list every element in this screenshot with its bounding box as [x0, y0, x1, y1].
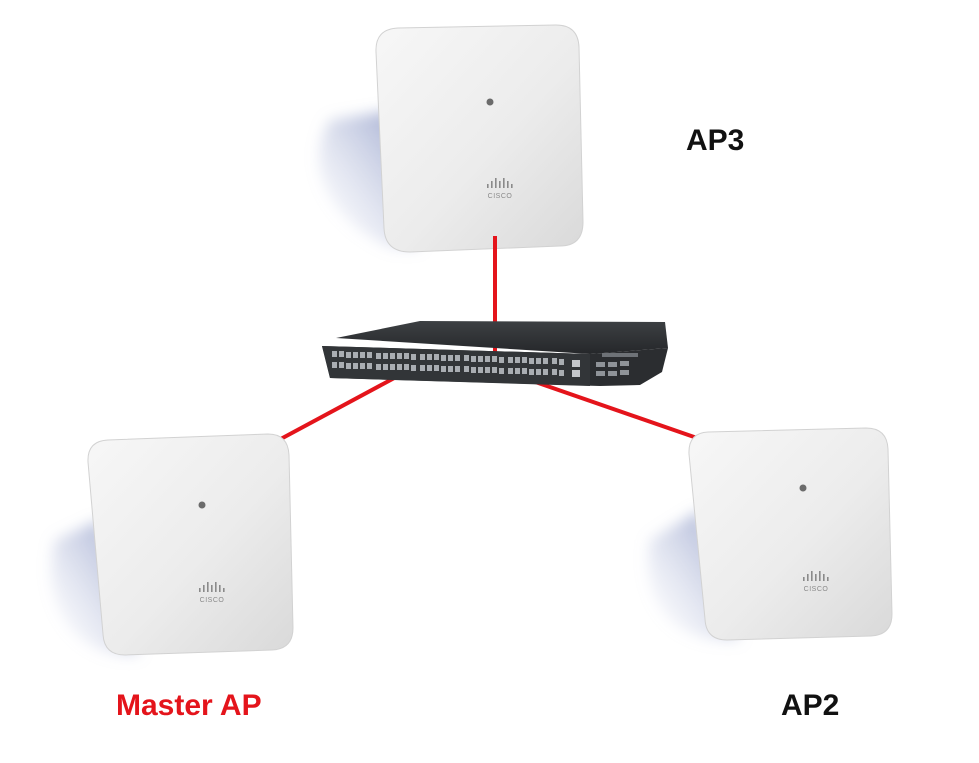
ap3-cisco-logo-icon — [487, 178, 513, 188]
ap2-body — [688, 427, 893, 641]
master-ap-label: Master AP — [116, 689, 262, 722]
ap2-cisco-logo-icon — [803, 571, 829, 581]
master-ap-logo-text: CISCO — [200, 597, 225, 604]
ap2-label: AP2 — [781, 689, 840, 722]
master-ap-status-led — [198, 501, 206, 509]
ap2-logo-text: CISCO — [804, 586, 829, 593]
switch-top — [336, 321, 668, 354]
ap3-body — [375, 24, 584, 253]
ap3-status-led — [486, 98, 494, 106]
master-ap-device: CISCO — [51, 433, 294, 656]
master-ap-cisco-logo-icon — [199, 582, 225, 592]
ap2-status-led — [799, 484, 807, 492]
link-switch-master-ap — [276, 367, 412, 443]
ap3-logo-text: CISCO — [488, 193, 513, 200]
ap3-device: CISCO — [319, 24, 584, 253]
ap2-device: CISCO — [648, 427, 893, 641]
ap3-label: AP3 — [686, 124, 745, 157]
master-ap-body — [87, 433, 294, 656]
network-switch — [322, 321, 668, 386]
switch-ports — [332, 351, 638, 377]
